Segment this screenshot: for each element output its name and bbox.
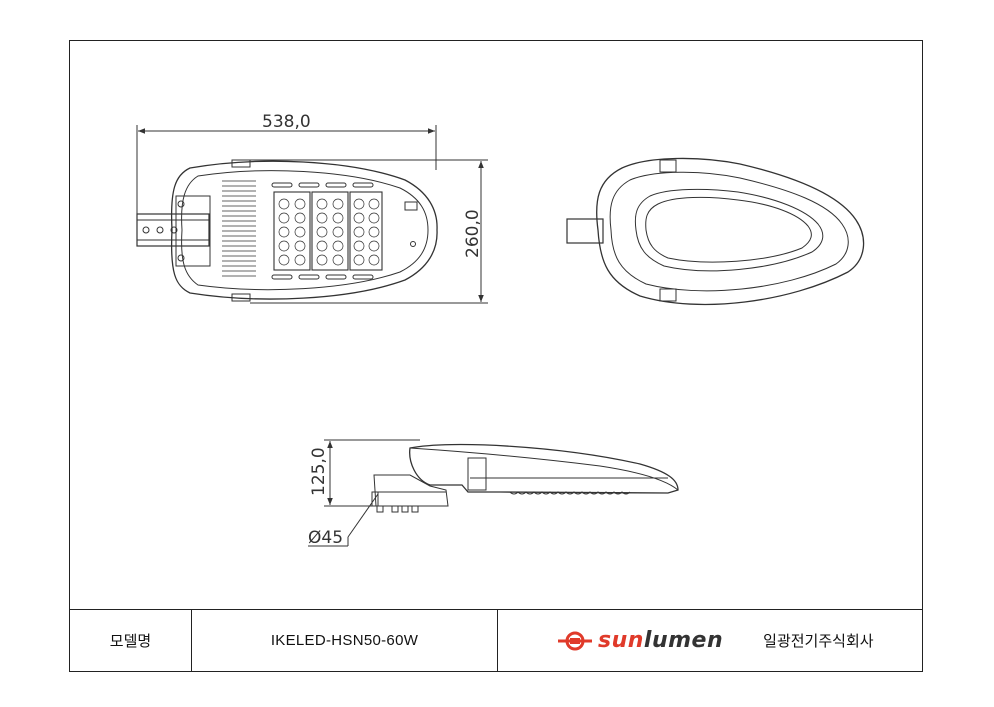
company-name: 일광전기주식회사 bbox=[763, 633, 874, 650]
sunlumen-logo-icon bbox=[558, 631, 592, 650]
top-view bbox=[136, 125, 488, 304]
title-block: 모델명 IKELED-HSN50-60W sunlumen 일광전기주식회사 bbox=[69, 609, 923, 672]
model-value: IKELED-HSN50-60W bbox=[192, 610, 498, 671]
brand-prefix: sun bbox=[598, 628, 644, 653]
model-value-text: IKELED-HSN50-60W bbox=[270, 632, 419, 649]
bottom-view bbox=[566, 157, 865, 306]
brand-logo: sunlumen bbox=[558, 628, 723, 653]
width-dimension: 260,0 bbox=[463, 209, 483, 258]
side-view bbox=[308, 439, 679, 547]
height-dimension: 125,0 bbox=[309, 447, 329, 496]
brand-suffix: lumen bbox=[643, 628, 724, 653]
model-label: 모델명 bbox=[70, 610, 192, 671]
model-label-text: 모델명 bbox=[109, 633, 152, 650]
company-cell: sunlumen 일광전기주식회사 bbox=[498, 610, 922, 671]
diameter-dimension: Ø45 bbox=[308, 528, 343, 548]
brand-wordmark: sunlumen bbox=[598, 628, 723, 653]
length-dimension: 538,0 bbox=[262, 112, 311, 132]
